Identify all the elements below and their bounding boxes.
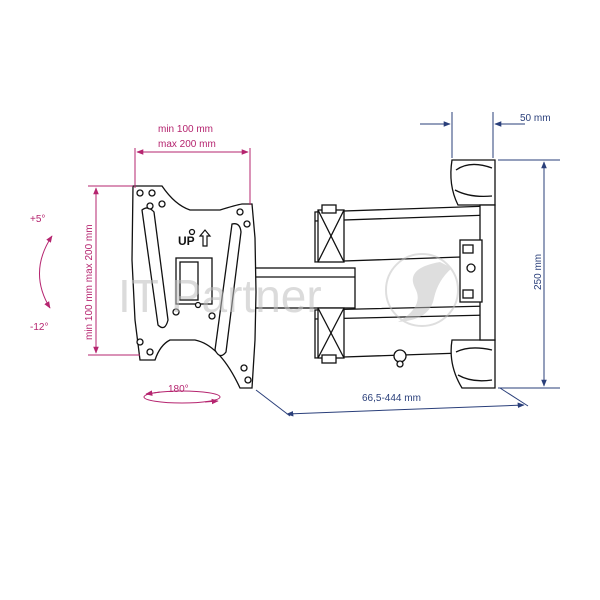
up-indicator: UP [178, 229, 212, 248]
tv-mounting-plate [131, 185, 257, 389]
wall-plate-depth-dimension [420, 112, 525, 158]
connector-bar [254, 267, 356, 309]
tilt-up-label: +5° [30, 214, 45, 225]
up-label: UP [178, 234, 195, 248]
rotation-dimension: 180° [143, 384, 221, 405]
vesa-width-min-label: min 100 mm [158, 124, 213, 135]
vesa-height-label: min 100 mm max 200 mm [84, 224, 95, 340]
rotation-label: 180° [168, 384, 189, 395]
wall-plate [450, 159, 496, 389]
tilt-down-label: -12° [30, 322, 48, 333]
wall-plate-height-dimension [498, 159, 560, 389]
wall-plate-depth-label: 50 mm [520, 113, 551, 124]
center-cutout [175, 257, 213, 305]
vesa-width-max-label: max 200 mm [158, 139, 216, 150]
tilt-dimension: +5° -12° [30, 214, 53, 333]
left-slot [141, 207, 169, 329]
watermark-logo-icon [385, 253, 459, 327]
vesa-width-dimension [134, 148, 251, 205]
wall-plate-height-label: 250 mm [533, 254, 544, 290]
extension-label: 66,5-444 mm [362, 393, 421, 404]
articulating-arms [254, 204, 491, 368]
right-slot [214, 223, 242, 357]
vesa-height-dimension [88, 185, 140, 356]
extension-dimension [255, 387, 529, 417]
up-arrow-icon [198, 229, 212, 247]
watermark: IT Partner [118, 253, 459, 327]
watermark-text: IT Partner [118, 270, 322, 322]
